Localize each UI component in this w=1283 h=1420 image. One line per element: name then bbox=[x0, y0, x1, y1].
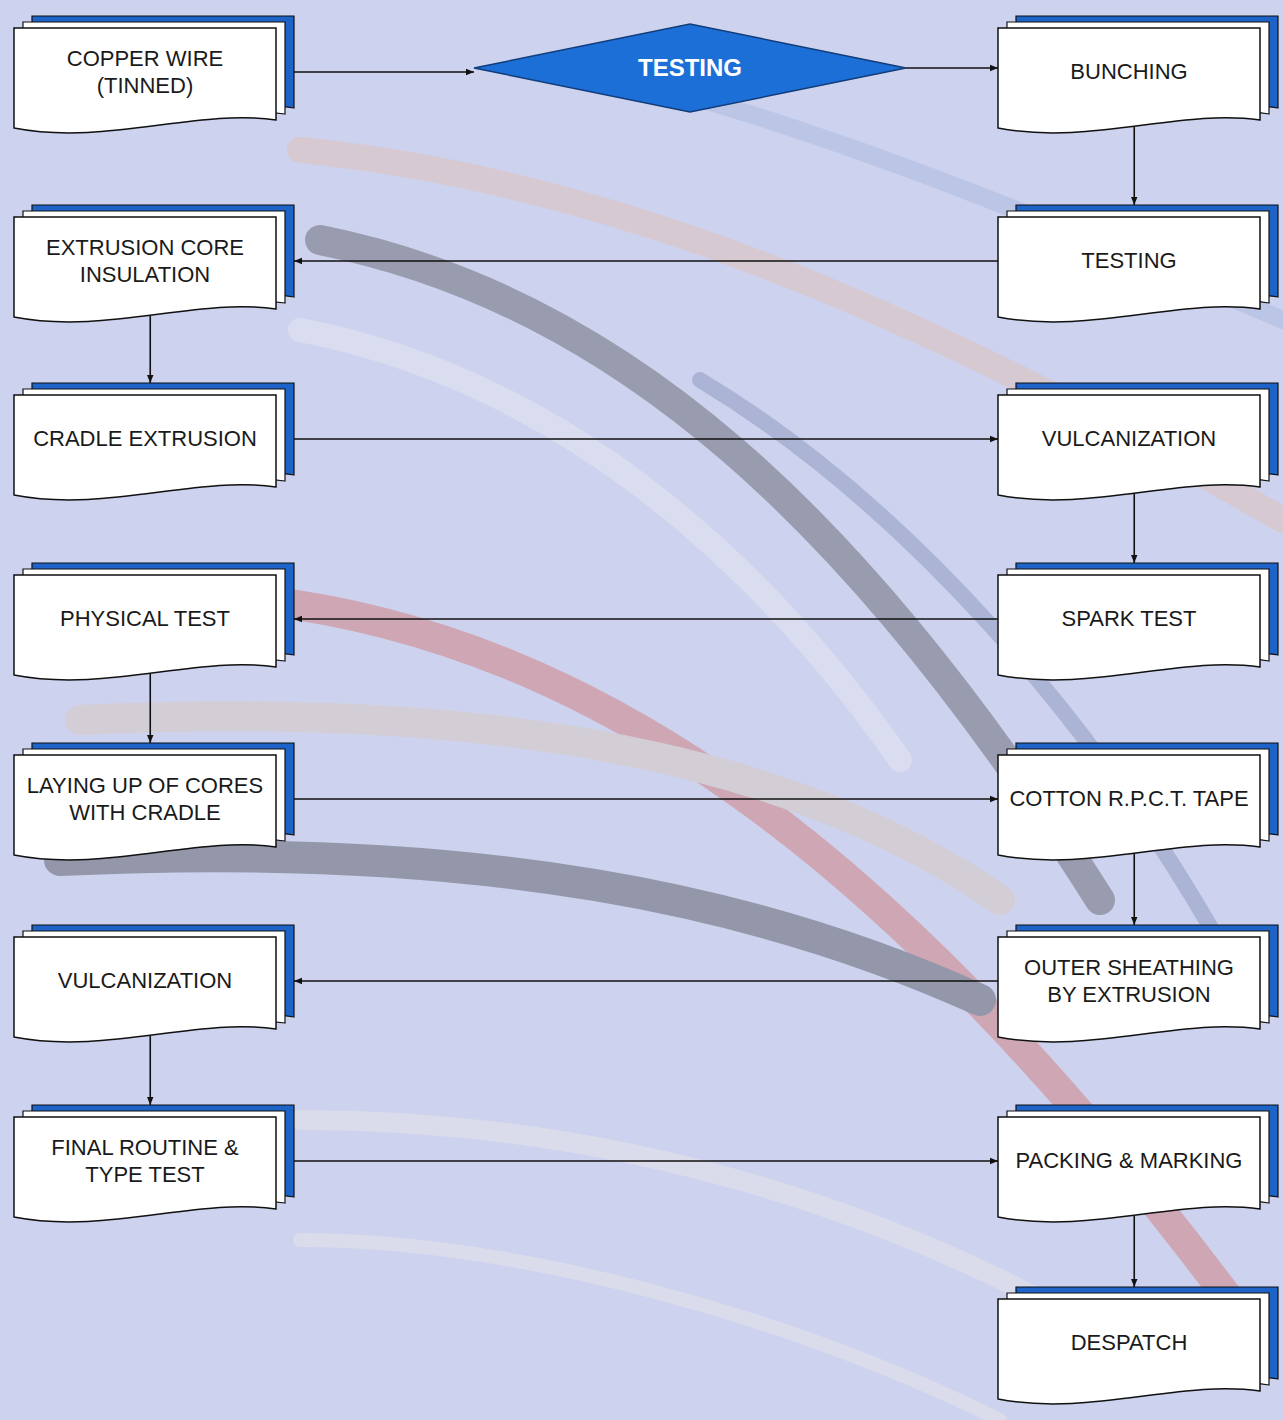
diamond-shape bbox=[474, 24, 906, 112]
label-area: PHYSICAL TEST bbox=[14, 575, 276, 663]
flow-arrow bbox=[294, 71, 474, 73]
label-area: LAYING UP OF CORES WITH CRADLE bbox=[14, 755, 276, 843]
document-sheet bbox=[14, 28, 276, 133]
flow-arrow bbox=[149, 316, 151, 383]
node-label: BUNCHING bbox=[1070, 58, 1187, 86]
process-box: PACKING & MARKING bbox=[998, 1105, 1278, 1227]
label-area: OUTER SHEATHING BY EXTRUSION bbox=[998, 937, 1260, 1025]
decision-diamond: TESTING bbox=[474, 24, 906, 112]
document-sheet bbox=[998, 755, 1260, 860]
label-area: TESTING bbox=[474, 24, 906, 112]
document-sheet bbox=[14, 1117, 276, 1222]
flow-arrow bbox=[294, 438, 998, 440]
process-box: PHYSICAL TEST bbox=[14, 563, 294, 685]
process-box: DESPATCH bbox=[998, 1287, 1278, 1409]
label-area: SPARK TEST bbox=[998, 575, 1260, 663]
document-sheet bbox=[998, 1299, 1260, 1404]
process-box: LAYING UP OF CORES WITH CRADLE bbox=[14, 743, 294, 865]
label-area: DESPATCH bbox=[998, 1299, 1260, 1387]
process-box: BUNCHING bbox=[998, 16, 1278, 138]
node-label: LAYING UP OF CORES WITH CRADLE bbox=[24, 772, 266, 827]
flow-arrow bbox=[1133, 1216, 1135, 1287]
label-area: COTTON R.P.C.T. TAPE bbox=[998, 755, 1260, 843]
flow-arrow bbox=[294, 980, 998, 982]
flow-arrow bbox=[294, 798, 998, 800]
node-label: TESTING bbox=[1081, 247, 1176, 275]
node-label: FINAL ROUTINE & TYPE TEST bbox=[24, 1134, 266, 1189]
node-label: EXTRUSION CORE INSULATION bbox=[24, 234, 266, 289]
label-area: VULCANIZATION bbox=[998, 395, 1260, 483]
node-label: OUTER SHEATHING BY EXTRUSION bbox=[1008, 954, 1250, 1009]
process-box: EXTRUSION CORE INSULATION bbox=[14, 205, 294, 327]
document-sheet bbox=[14, 575, 276, 680]
label-area: TESTING bbox=[998, 217, 1260, 305]
flow-arrow bbox=[149, 674, 151, 743]
node-label: PHYSICAL TEST bbox=[60, 605, 230, 633]
document-sheet bbox=[998, 395, 1260, 500]
document-sheet bbox=[998, 28, 1260, 133]
flow-arrow bbox=[1133, 854, 1135, 925]
node-label: COTTON R.P.C.T. TAPE bbox=[1009, 785, 1248, 813]
process-box: OUTER SHEATHING BY EXTRUSION bbox=[998, 925, 1278, 1047]
label-area: FINAL ROUTINE & TYPE TEST bbox=[14, 1117, 276, 1205]
label-area: VULCANIZATION bbox=[14, 937, 276, 1025]
process-box: COPPER WIRE (TINNED) bbox=[14, 16, 294, 138]
process-box: VULCANIZATION bbox=[998, 383, 1278, 505]
process-box: TESTING bbox=[998, 205, 1278, 327]
flow-arrow bbox=[1133, 494, 1135, 563]
flow-arrow bbox=[1133, 127, 1135, 205]
node-label: VULCANIZATION bbox=[1042, 425, 1216, 453]
document-sheet bbox=[998, 1117, 1260, 1222]
document-sheet bbox=[14, 217, 276, 322]
document-sheet bbox=[14, 937, 276, 1042]
node-label: SPARK TEST bbox=[1062, 605, 1197, 633]
document-sheet bbox=[998, 217, 1260, 322]
flow-arrow bbox=[149, 1036, 151, 1105]
document-sheet bbox=[14, 755, 276, 860]
document-sheet bbox=[998, 937, 1260, 1042]
label-area: COPPER WIRE (TINNED) bbox=[14, 28, 276, 116]
label-area: CRADLE EXTRUSION bbox=[14, 395, 276, 483]
node-label: CRADLE EXTRUSION bbox=[33, 425, 257, 453]
node-label: PACKING & MARKING bbox=[1016, 1147, 1243, 1175]
document-sheet bbox=[998, 575, 1260, 680]
flow-arrow bbox=[294, 260, 998, 262]
process-box: VULCANIZATION bbox=[14, 925, 294, 1047]
node-label: COPPER WIRE (TINNED) bbox=[24, 45, 266, 100]
flow-arrow bbox=[906, 67, 998, 69]
node-label: TESTING bbox=[638, 54, 742, 82]
label-area: BUNCHING bbox=[998, 28, 1260, 116]
flow-arrow bbox=[294, 1160, 998, 1162]
node-label: VULCANIZATION bbox=[58, 967, 232, 995]
node-label: DESPATCH bbox=[1071, 1329, 1188, 1357]
label-area: PACKING & MARKING bbox=[998, 1117, 1260, 1205]
process-box: CRADLE EXTRUSION bbox=[14, 383, 294, 505]
process-box: FINAL ROUTINE & TYPE TEST bbox=[14, 1105, 294, 1227]
process-box: SPARK TEST bbox=[998, 563, 1278, 685]
document-sheet bbox=[14, 395, 276, 500]
flow-arrow bbox=[294, 618, 998, 620]
label-area: EXTRUSION CORE INSULATION bbox=[14, 217, 276, 305]
process-box: COTTON R.P.C.T. TAPE bbox=[998, 743, 1278, 865]
